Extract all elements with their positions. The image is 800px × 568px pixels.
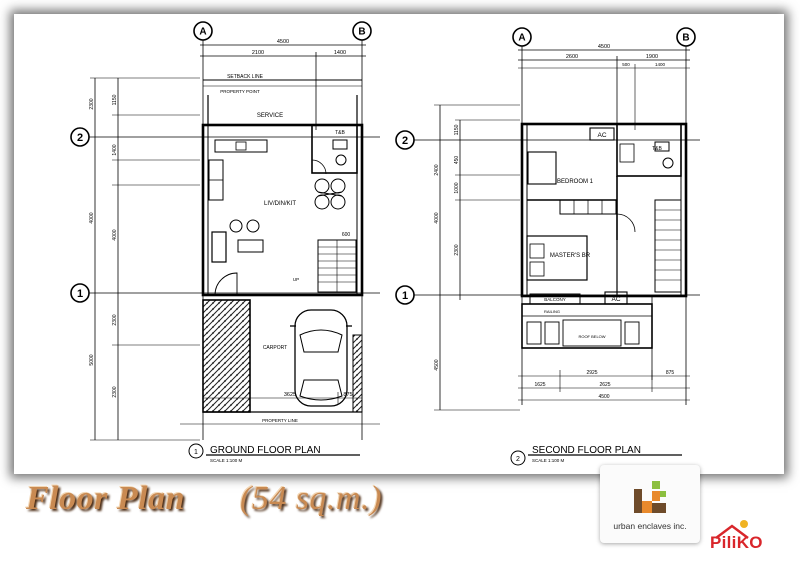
ground-plan-scale: SCALE 1:100 M xyxy=(210,458,243,463)
ground-label-service: SERVICE xyxy=(257,113,283,119)
company-logo-card: urban enclaves inc. xyxy=(600,465,700,543)
second-label-railing: RAILING xyxy=(544,309,560,314)
ground-label-property-line: PROPERTY LINE xyxy=(262,418,298,423)
ground-dim-v8: 2300 xyxy=(112,386,118,397)
ground-dim-v4: 4000 xyxy=(89,212,95,223)
ground-label-carport: CARPORT xyxy=(263,345,287,351)
second-grid-label-b: B xyxy=(682,33,689,44)
company-logo-icon xyxy=(634,481,666,513)
ground-dim-bottom-right: 875 xyxy=(343,392,352,398)
car-icon xyxy=(290,309,352,407)
second-label-master: MASTER'S BR xyxy=(550,253,591,259)
second-label-toilet: T&B xyxy=(652,146,662,152)
second-label-roof: ROOF BELOW xyxy=(578,334,605,339)
watermark-house-icon xyxy=(715,520,749,539)
second-plan-number: 2 xyxy=(516,456,520,463)
second-dim-total: 4500 xyxy=(598,44,610,50)
second-balcony-roof xyxy=(521,303,653,349)
ground-label-stair: UP xyxy=(293,277,299,282)
ground-dim-v1: 2300 xyxy=(89,98,95,109)
ground-plan-number: 1 xyxy=(194,449,198,456)
second-grid-label-2: 2 xyxy=(402,135,408,147)
ground-grid-label-b: B xyxy=(358,27,365,38)
ground-dim-v2: 1150 xyxy=(112,94,118,105)
second-floor-plan xyxy=(395,27,700,466)
ground-label-toilet: T&B xyxy=(335,130,345,136)
ground-dim-v5: 4000 xyxy=(112,229,118,240)
ground-dim-right: 1400 xyxy=(334,50,346,56)
ground-grid-label-1: 1 xyxy=(77,288,83,300)
second-label-ac-upper: AC xyxy=(597,132,606,139)
ground-grid-label-2: 2 xyxy=(77,132,83,144)
ground-dim-stair: 600 xyxy=(342,232,351,238)
ground-dim-left: 2100 xyxy=(252,50,264,56)
ground-dim-v7: 5000 xyxy=(89,354,95,365)
ground-dim-v3: 1400 xyxy=(112,144,118,155)
ground-label-property: PROPERTY POINT xyxy=(220,89,260,94)
second-grid-label-1: 1 xyxy=(402,290,408,302)
second-dim-v6: 2300 xyxy=(454,244,460,255)
floor-plan-sheet: A B 2 1 4500 2100 1400 SETBACK LINE PROP… xyxy=(14,14,784,474)
ground-house-outline xyxy=(201,123,364,297)
ground-label-setback: SETBACK LINE xyxy=(227,74,264,80)
second-dim-v3: 450 xyxy=(454,156,460,165)
second-label-balcony: BALCONY xyxy=(544,297,566,302)
ground-grid-label-a: A xyxy=(199,27,206,38)
ground-dim-v6: 2300 xyxy=(112,314,118,325)
second-dim-bottom-left: 1625 xyxy=(534,382,545,388)
second-plan-scale: SCALE 1:100 M xyxy=(532,458,565,463)
second-dim-bottom-total: 4500 xyxy=(598,394,609,400)
caption-area: (54 sq.m.) xyxy=(240,480,382,517)
ground-dim-total: 4500 xyxy=(277,39,289,45)
second-dim-v4: 1000 xyxy=(454,182,460,193)
second-plan-title: SECOND FLOOR PLAN xyxy=(532,445,641,456)
second-grid-label-a: A xyxy=(518,33,525,44)
second-dim-bottom-right: 875 xyxy=(666,370,675,376)
second-dim-left: 2600 xyxy=(566,54,578,60)
ground-plan-title: GROUND FLOOR PLAN xyxy=(210,445,321,456)
second-dim-right: 1900 xyxy=(646,54,658,60)
caption-title: Floor Plan xyxy=(26,480,185,517)
second-dim-v1: 1150 xyxy=(454,124,460,135)
ground-dim-bottom: 3625 xyxy=(284,392,296,398)
ground-label-living: LIV/DIN/KIT xyxy=(264,201,296,207)
ground-garden-hatch xyxy=(202,299,251,413)
company-name: urban enclaves inc. xyxy=(613,521,687,531)
second-dim-sub1: 500 xyxy=(622,62,630,67)
second-dim-v7: 4500 xyxy=(434,359,440,370)
second-dim-sub2: 1400 xyxy=(655,62,666,67)
second-dim-v2: 2400 xyxy=(434,164,440,175)
second-label-bedroom: BEDROOM 1 xyxy=(557,179,594,185)
second-house-outline xyxy=(520,122,688,298)
second-dim-v5: 4000 xyxy=(434,212,440,223)
second-label-ac-lower: AC xyxy=(611,296,620,303)
ground-floor-plan xyxy=(70,21,380,459)
watermark-brand: PiliKO xyxy=(710,533,763,552)
second-dim-bottom-mid2: 2625 xyxy=(599,382,610,388)
floor-plans-drawing: A B 2 1 4500 2100 1400 SETBACK LINE PROP… xyxy=(70,21,700,466)
second-dim-bottom-mid: 2925 xyxy=(586,370,597,376)
